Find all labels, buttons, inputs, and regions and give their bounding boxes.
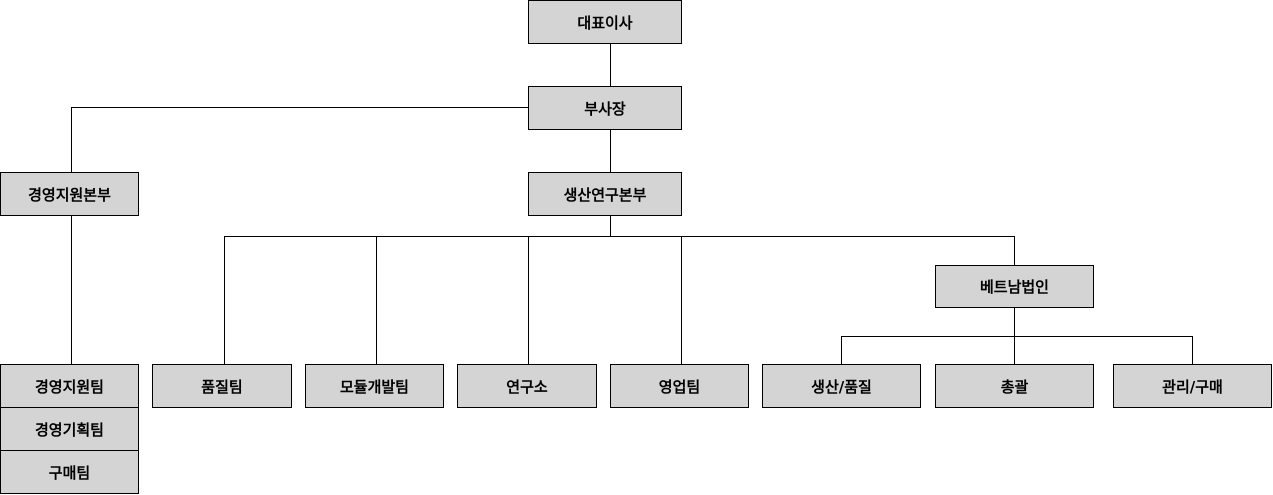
connector-vietnam xyxy=(1014,236,1015,266)
connector-sales xyxy=(681,236,682,365)
node-sales-team: 영업팀 xyxy=(610,364,749,408)
connector-ceo-vp xyxy=(610,43,611,87)
node-vice-president: 부사장 xyxy=(528,86,682,130)
node-production-research-hq: 생산연구본부 xyxy=(528,172,682,216)
node-mgmt-support-team: 경영지원팀 xyxy=(0,364,139,408)
connector-vn-production xyxy=(841,336,842,365)
node-purchasing-team: 구매팀 xyxy=(0,450,139,494)
node-module-dev-team: 모듈개발팀 xyxy=(305,364,444,408)
connector-quality xyxy=(224,236,225,365)
node-vn-admin-purchasing: 관리/구매 xyxy=(1113,364,1272,408)
connector-vp-prod xyxy=(610,129,611,173)
connector-prod-down xyxy=(610,215,611,237)
node-mgmt-support-hq: 경영지원본부 xyxy=(0,172,139,216)
node-vietnam-corp: 베트남법인 xyxy=(935,265,1094,308)
connector-vp-left xyxy=(71,107,529,108)
node-quality-team: 품질팀 xyxy=(152,364,292,408)
node-research-lab: 연구소 xyxy=(457,364,597,408)
connector-prod-bus xyxy=(224,236,1015,237)
connector-mgmt-teams xyxy=(71,215,72,365)
connector-vietnam-bus xyxy=(841,336,1193,337)
connector-module xyxy=(376,236,377,365)
node-vn-general: 총괄 xyxy=(935,364,1094,408)
connector-vn-admin xyxy=(1192,336,1193,365)
node-ceo: 대표이사 xyxy=(528,0,682,44)
node-vn-production-quality: 생산/품질 xyxy=(762,364,921,408)
connector-vp-mgmt xyxy=(71,107,72,173)
connector-lab xyxy=(528,236,529,365)
node-mgmt-planning-team: 경영기획팀 xyxy=(0,407,139,451)
